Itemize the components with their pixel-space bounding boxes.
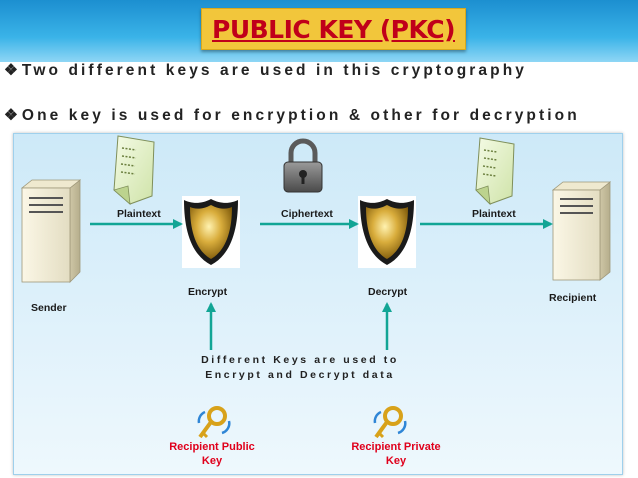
keys-note-line-2: Encrypt and Decrypt data (205, 369, 395, 381)
private-key-icon (373, 406, 407, 439)
public-key-icon (197, 406, 231, 439)
bullet-text-1: Two different keys are used in this cryp… (21, 62, 528, 79)
decrypt-label: Decrypt (368, 286, 408, 298)
bullet-text-2: One key is used for encryption & other f… (21, 107, 580, 124)
private-key-label-line-2: Key (385, 455, 407, 467)
public-key-label-line-1: Recipient Public (169, 441, 255, 453)
bullet-line-2: ❖One key is used for encryption & other … (4, 106, 580, 125)
plaintext-document-icon (113, 135, 155, 205)
plaintext-label-right: Plaintext (472, 208, 516, 220)
encrypt-label: Encrypt (188, 286, 228, 298)
bullet-line-1: ❖Two different keys are used in this cry… (4, 61, 527, 80)
keys-note-line-1: Different Keys are used to (201, 354, 399, 366)
encrypt-shield-icon (182, 196, 240, 268)
ciphertext-label: Ciphertext (281, 208, 333, 220)
page-title: PUBLIC KEY (PKC) (212, 14, 456, 44)
lock-icon (283, 138, 323, 193)
public-key-label-line-2: Key (201, 455, 223, 467)
sender-server-icon (20, 179, 82, 283)
decrypt-shield-icon (358, 196, 416, 268)
diamond-bullet-icon: ❖ (4, 107, 18, 124)
title-box: PUBLIC KEY (PKC) (201, 8, 466, 50)
private-key-label: Recipient Private Key (340, 440, 452, 468)
public-key-label: Recipient Public Key (160, 440, 264, 468)
private-key-label-line-1: Recipient Private (351, 441, 441, 453)
diamond-bullet-icon: ❖ (4, 62, 18, 79)
plaintext-document-icon (475, 137, 515, 206)
plaintext-label-left: Plaintext (117, 208, 161, 220)
keys-note: Different Keys are used to Encrypt and D… (195, 353, 405, 383)
recipient-label: Recipient (549, 292, 597, 304)
recipient-server-icon (551, 181, 612, 281)
sender-label: Sender (31, 302, 67, 314)
